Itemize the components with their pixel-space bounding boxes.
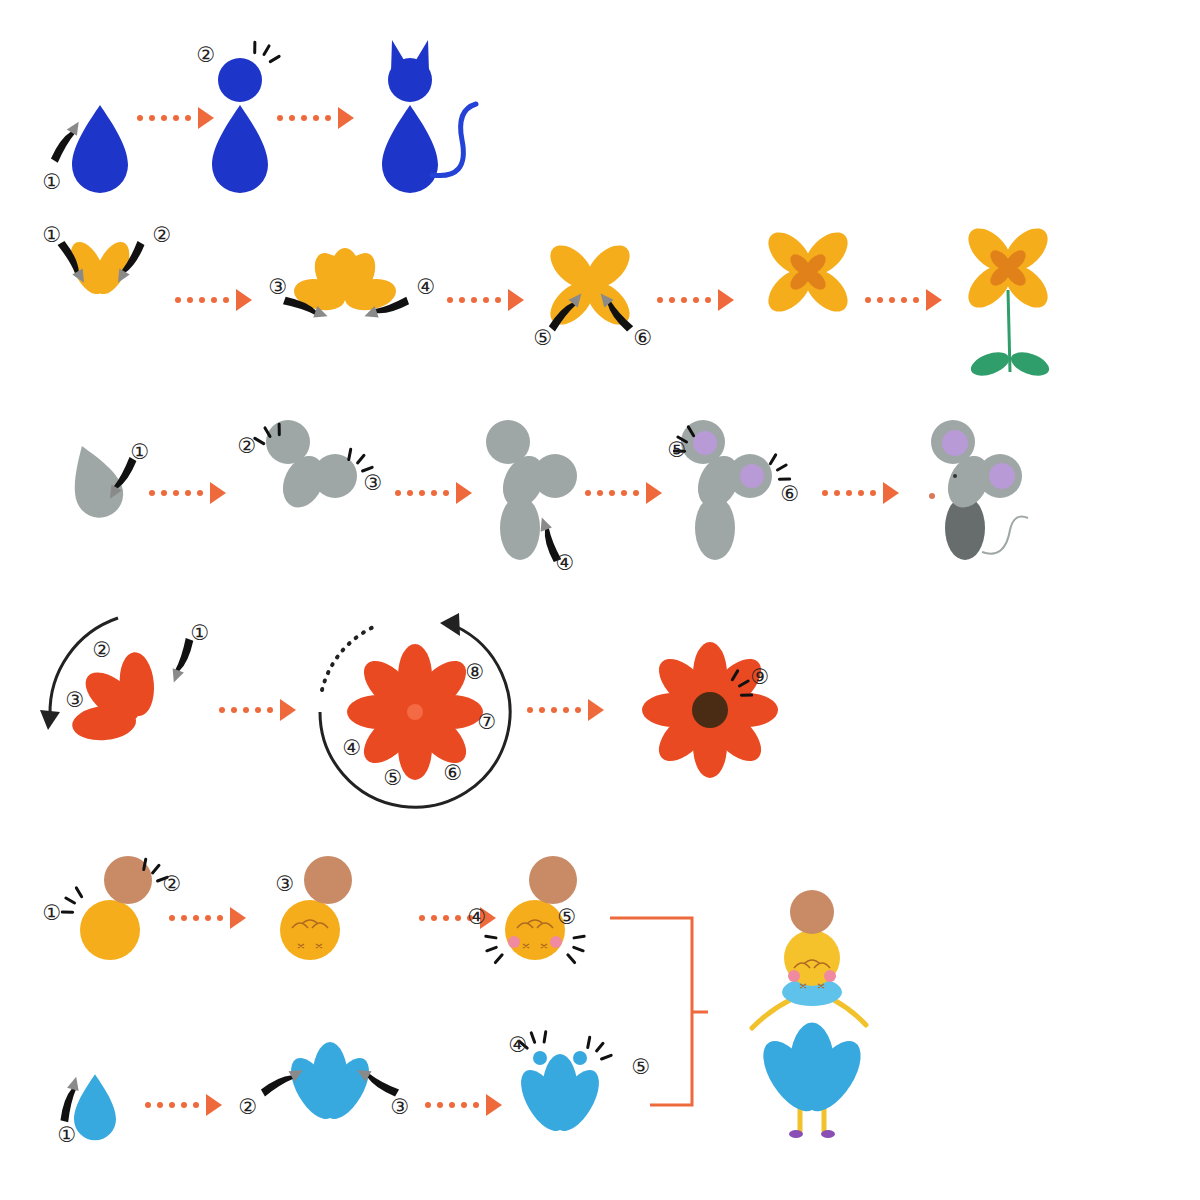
callout-number: ⑥ (781, 484, 800, 505)
callout-number: ② (153, 225, 172, 246)
callout-number: ③ (391, 1097, 410, 1118)
callout-number: ④ (343, 738, 362, 759)
callout-number: ③ (276, 874, 295, 895)
callout-number: ⑥ (444, 763, 463, 784)
callout-number: ① (43, 903, 62, 924)
callout-number: ③ (269, 277, 288, 298)
callout-number: ③ (66, 690, 85, 711)
callout-number: ① (191, 623, 210, 644)
callout-number: ⑧ (466, 662, 485, 683)
callout-number: ① (131, 442, 150, 463)
callout-number: ② (238, 436, 257, 457)
callout-number: ② (197, 45, 216, 66)
callout-number: ⑥ (634, 328, 653, 349)
callout-number: ⑤ (384, 768, 403, 789)
callout-number: ④ (509, 1035, 528, 1056)
callout-number: ① (43, 225, 62, 246)
callout-number: ⑨ (751, 667, 770, 688)
callout-number: ④ (417, 277, 436, 298)
callout-number: ③ (364, 473, 383, 494)
callout-number: ⑤ (632, 1057, 651, 1078)
callout-number: ④ (468, 907, 487, 928)
callout-number: ① (58, 1125, 77, 1146)
callout-number: ① (43, 172, 62, 193)
callout-number: ⑤ (534, 328, 553, 349)
callout-number: ② (163, 874, 182, 895)
callout-number: ④ (556, 553, 575, 574)
callout-number: ⑦ (478, 712, 497, 733)
callout-number: ⑤ (668, 440, 687, 461)
callout-number: ② (239, 1097, 258, 1118)
callout-number: ⑤ (558, 907, 577, 928)
callout-number: ② (93, 640, 112, 661)
